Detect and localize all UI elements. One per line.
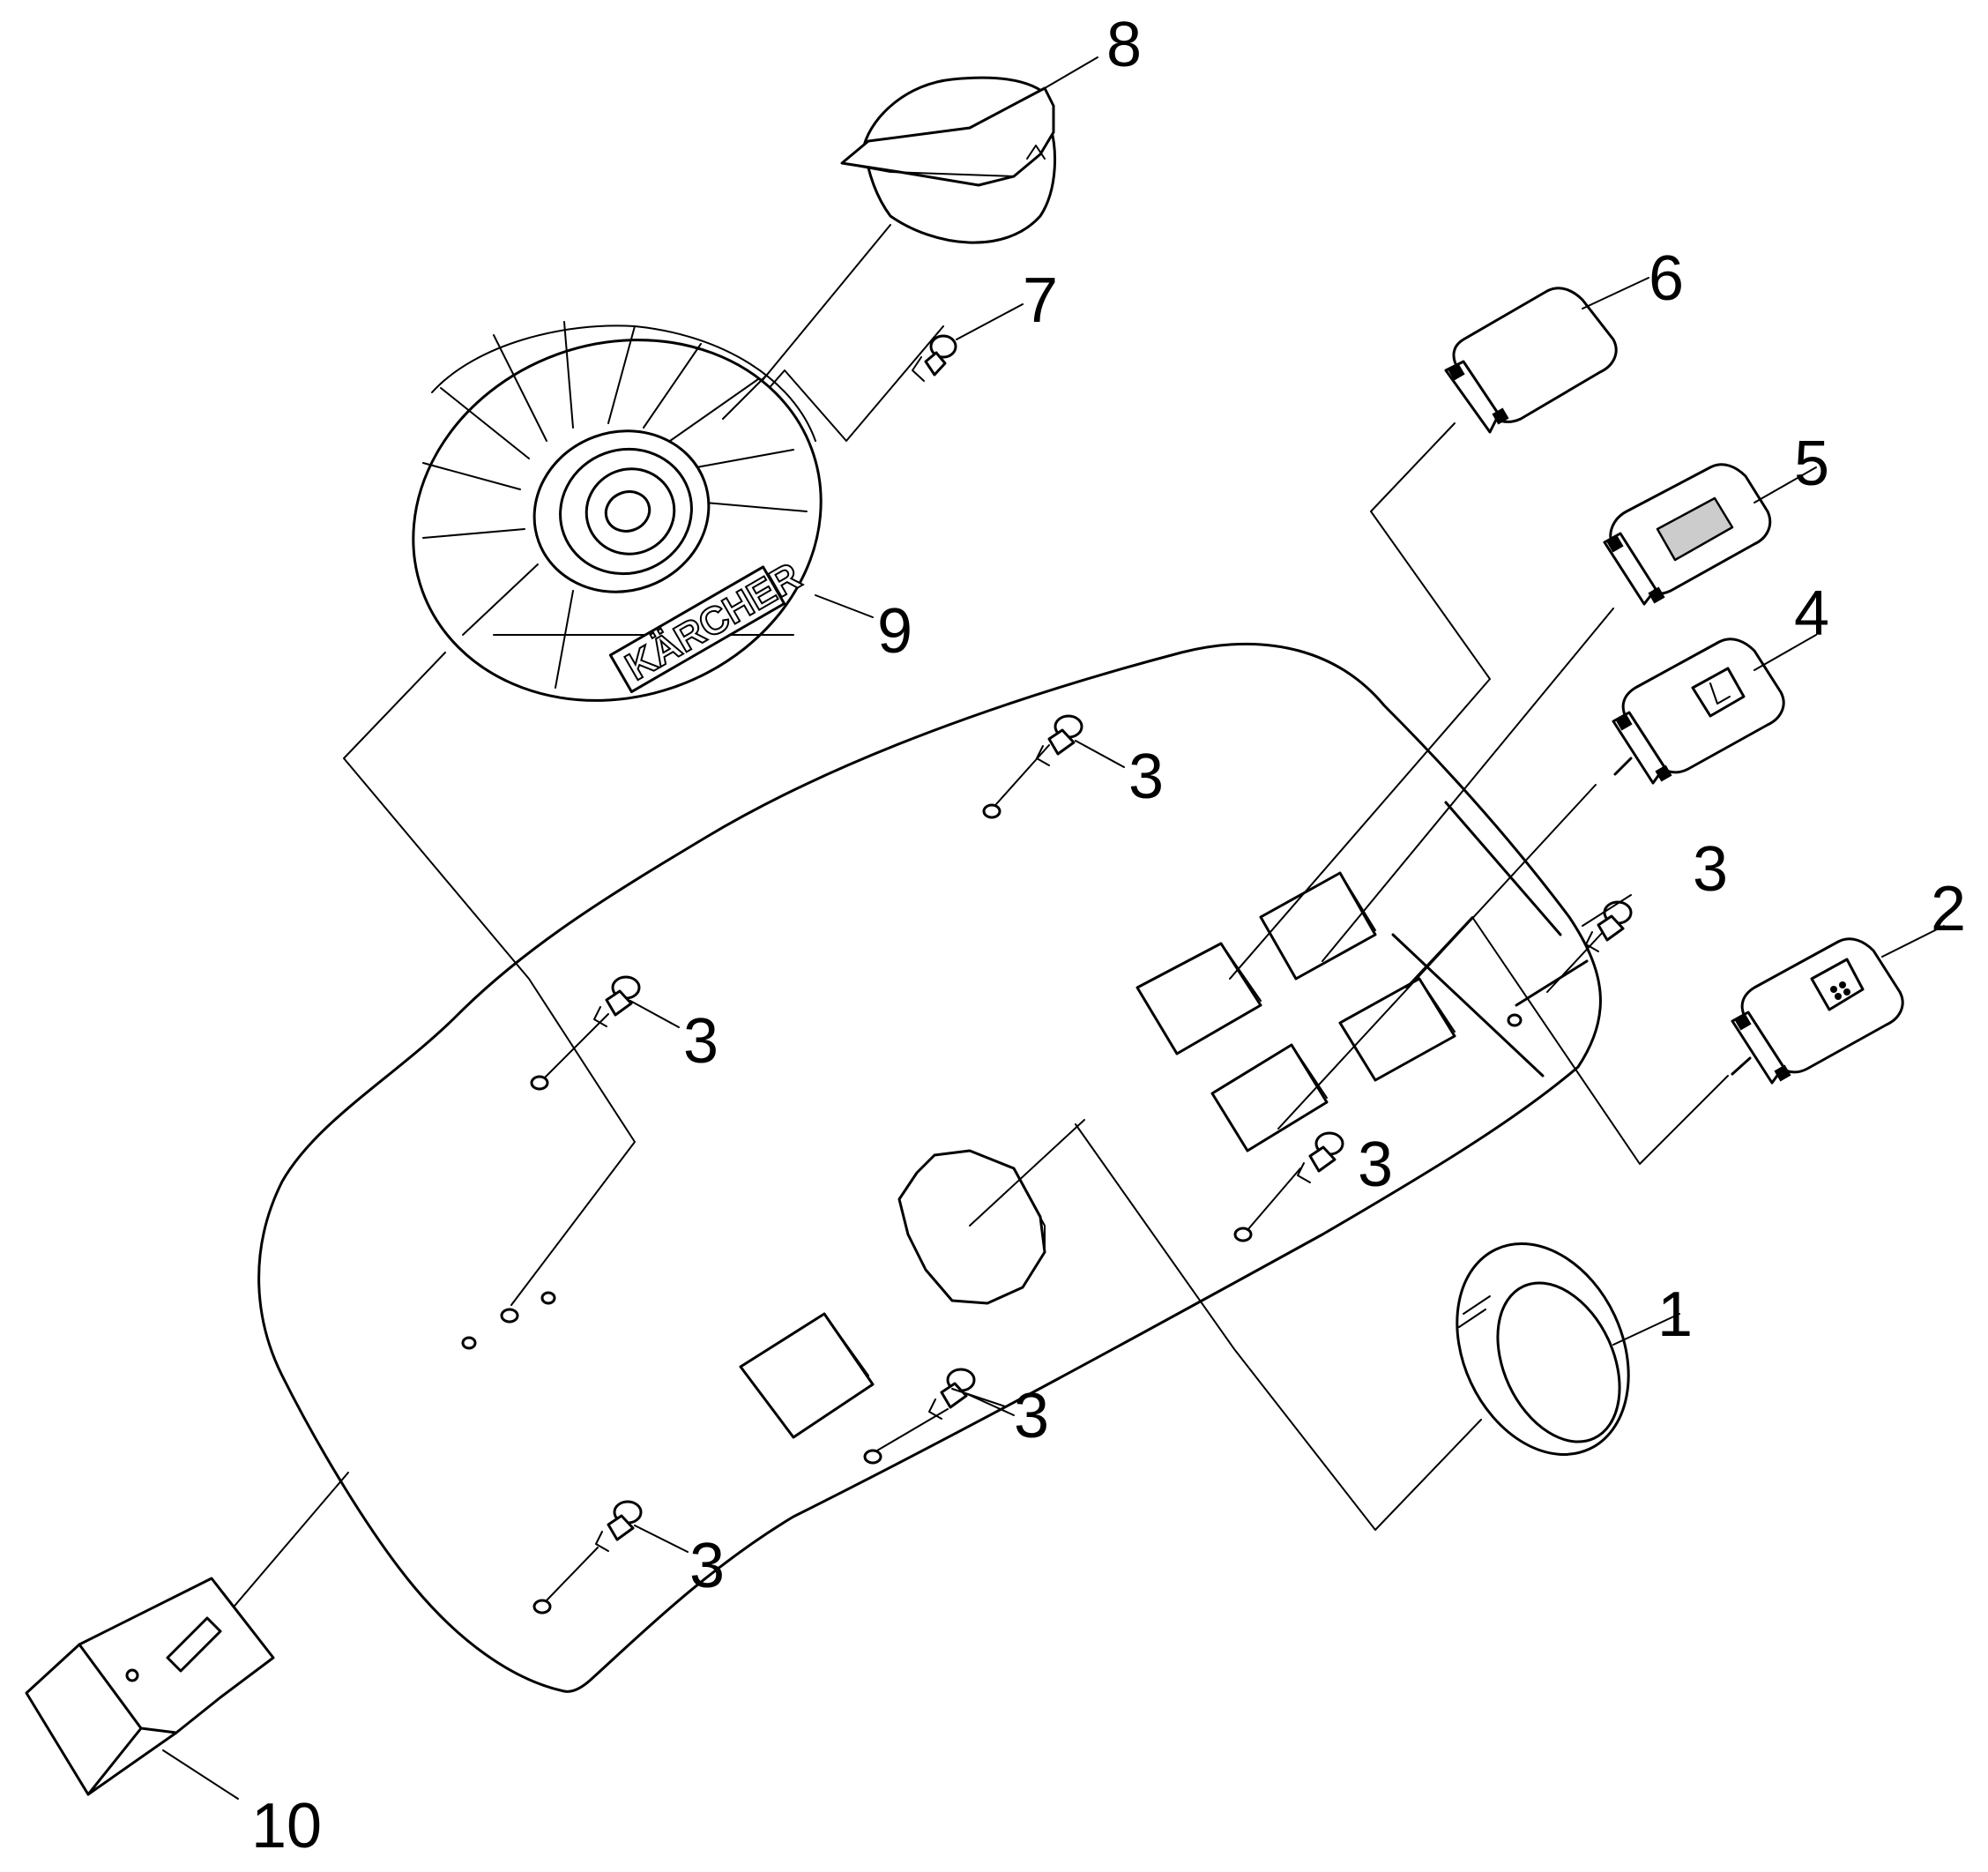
terminal-block — [25, 1577, 275, 1796]
callout-3-bottom: 3 — [689, 1531, 725, 1601]
control-panel — [257, 642, 1602, 1693]
leader-lines — [220, 224, 1729, 1623]
callout-3-middle: 3 — [1014, 1381, 1049, 1451]
screws-3 — [593, 714, 1633, 1552]
screw-3-top — [1036, 714, 1083, 766]
callout-3-top: 3 — [1128, 742, 1164, 812]
screw-3-center-right — [1297, 1131, 1344, 1183]
blank-cover — [1444, 287, 1618, 434]
callout-9: 9 — [877, 596, 912, 667]
callout-10: 10 — [251, 1791, 322, 1861]
screw-3-middle — [928, 1368, 976, 1420]
callout-7: 7 — [1023, 265, 1058, 336]
callout-1: 1 — [1657, 1279, 1693, 1350]
rotary-knob — [840, 76, 1056, 244]
detergent-switch — [1731, 937, 1904, 1085]
callout-3-left: 3 — [683, 1006, 719, 1077]
callout-4: 4 — [1794, 578, 1829, 649]
callout-3-right: 3 — [1693, 834, 1728, 905]
callout-8: 8 — [1106, 10, 1142, 80]
screw-3-left — [593, 975, 641, 1027]
sealing-ring — [1456, 1242, 1630, 1457]
callout-5: 5 — [1794, 429, 1829, 499]
callout-3-center-right: 3 — [1358, 1130, 1393, 1200]
horn-switch — [1612, 638, 1785, 785]
dial-plate: KÄRCHER — [412, 321, 823, 702]
callout-leaders — [162, 56, 1945, 1800]
callout-2: 2 — [1931, 874, 1966, 944]
screw-7 — [912, 334, 957, 382]
callout-6: 6 — [1649, 243, 1684, 314]
screw-3-bottom — [595, 1500, 643, 1552]
callout-numbers: 1 2 3 3 3 3 3 3 4 5 6 7 8 9 10 — [251, 10, 1966, 1861]
display-module — [1603, 463, 1772, 606]
